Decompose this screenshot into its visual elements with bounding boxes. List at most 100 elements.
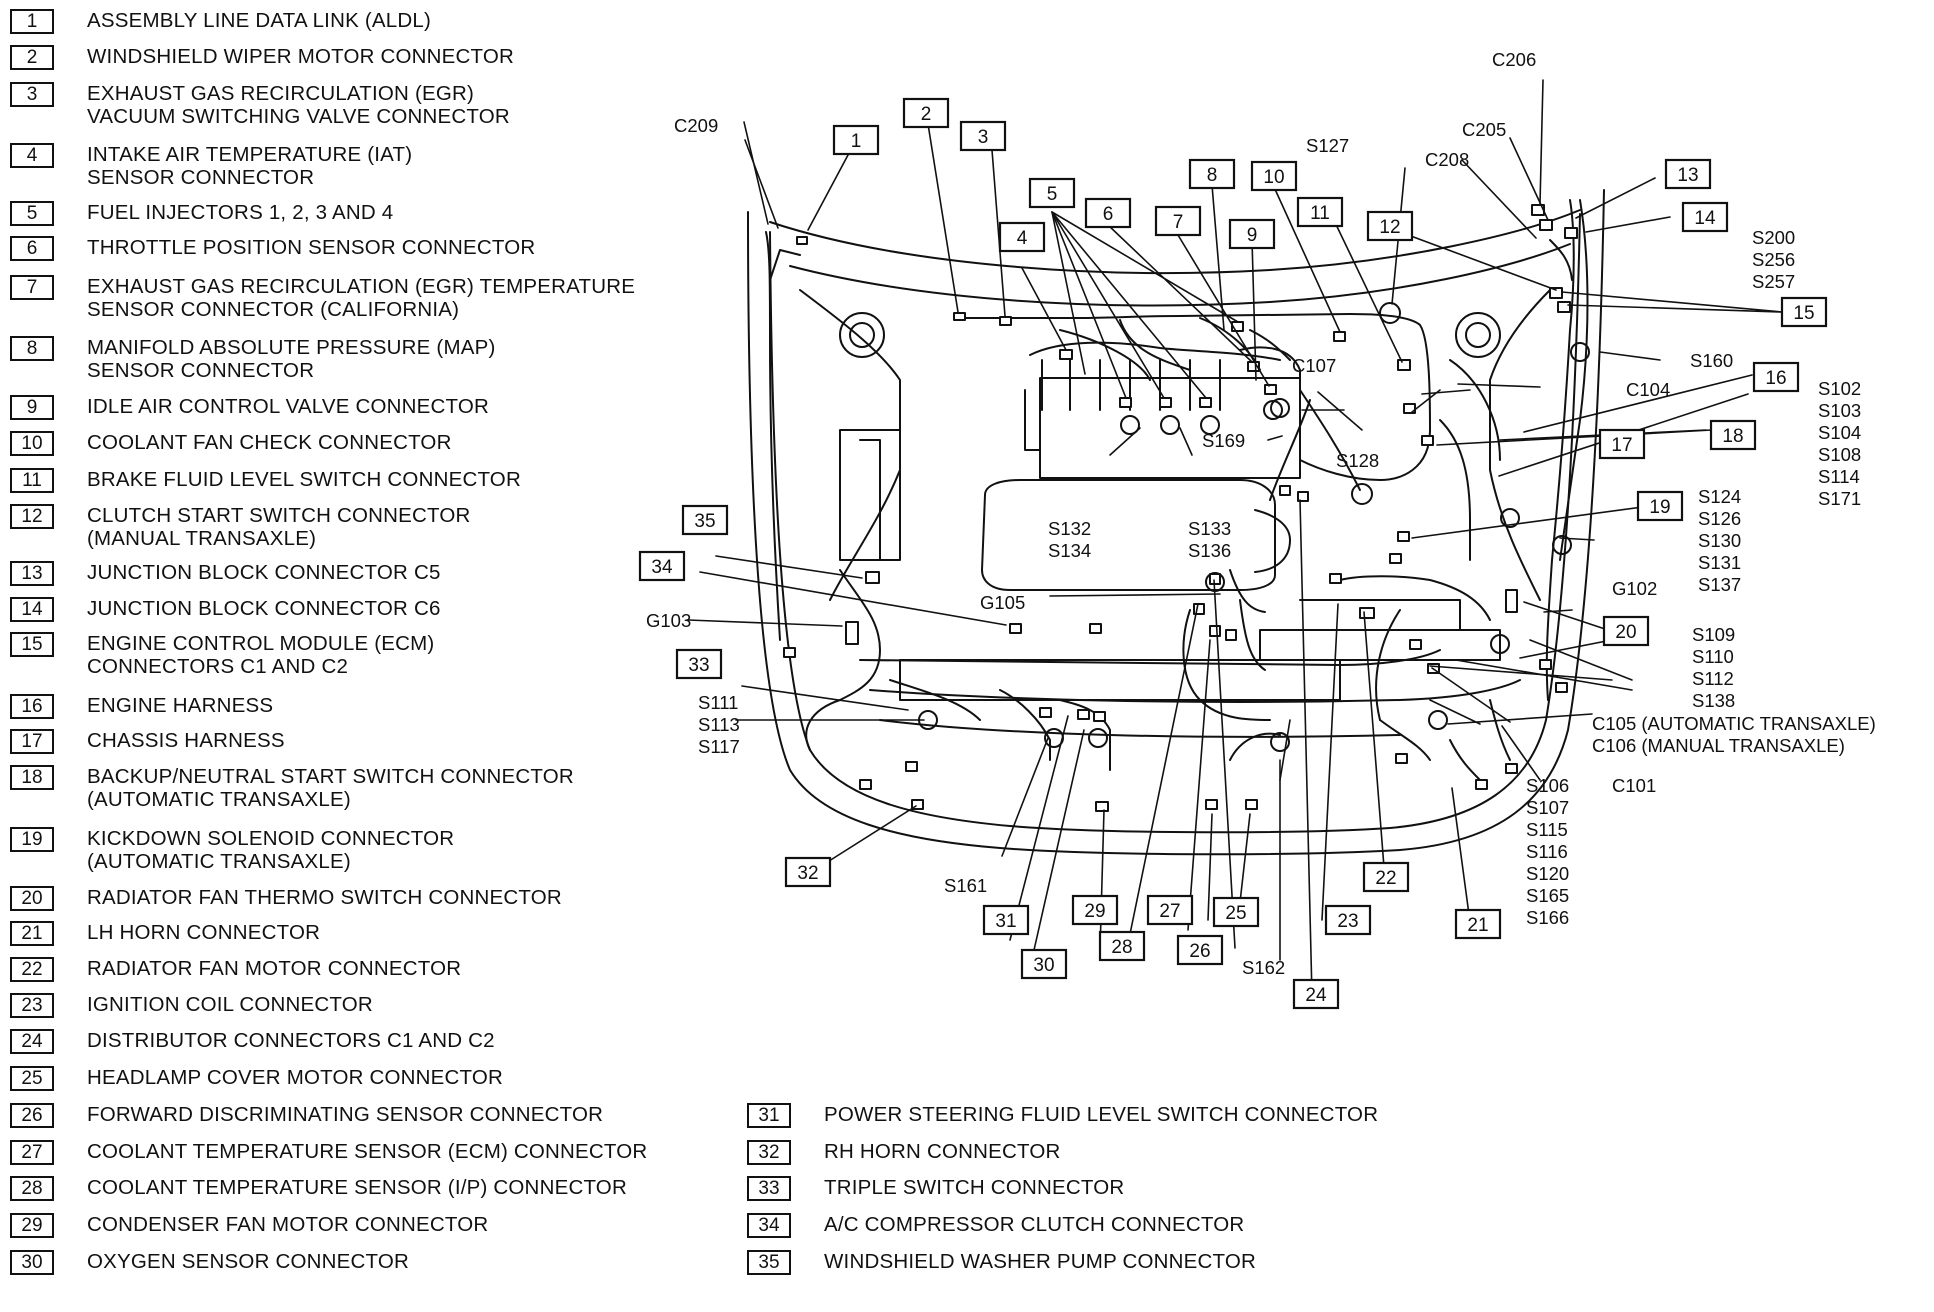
callout-frame (675, 648, 723, 680)
callout-number: 29 (1084, 901, 1105, 922)
label-s200: S200 (1752, 227, 1795, 248)
legend-description: CLUTCH START SWITCH CONNECTOR(MANUAL TRA… (87, 504, 471, 550)
legend-number-box: 1 (10, 9, 54, 34)
callout-frame (1292, 978, 1340, 1010)
legend-number-box: 24 (10, 1029, 54, 1054)
legend-number-box: 18 (10, 765, 54, 790)
callout-frame (784, 856, 832, 888)
legend-line: RADIATOR FAN MOTOR CONNECTOR (87, 957, 462, 980)
callout-box: 20 (1602, 615, 1650, 647)
label-s112: S112 (1692, 668, 1734, 689)
callout-box: 7 (1154, 205, 1202, 237)
label-s126: S126 (1698, 508, 1741, 529)
callout-number: 1 (851, 131, 862, 152)
callout-frame (1176, 934, 1224, 966)
legend-description: ASSEMBLY LINE DATA LINK (ALDL) (87, 9, 431, 32)
legend-description: FORWARD DISCRIMINATING SENSOR CONNECTOR (87, 1103, 603, 1126)
label-s124: S124 (1698, 486, 1741, 507)
label-s106: S106 (1526, 775, 1569, 796)
legend-line: ENGINE HARNESS (87, 694, 274, 717)
callout-number: 9 (1247, 225, 1258, 246)
legend-line: COOLANT TEMPERATURE SENSOR (I/P) CONNECT… (87, 1176, 627, 1199)
callout-frame (1636, 490, 1684, 522)
legend-number-box: 31 (747, 1103, 791, 1128)
legend-line: THROTTLE POSITION SENSOR CONNECTOR (87, 236, 536, 259)
label-s114: S114 (1818, 466, 1860, 487)
legend-line: EXHAUST GAS RECIRCULATION (EGR) TEMPERAT… (87, 275, 636, 298)
legend-description: JUNCTION BLOCK CONNECTOR C6 (87, 597, 441, 620)
legend-number-box: 6 (10, 236, 54, 261)
label-c104: C104 (1626, 379, 1670, 400)
legend-number-box: 27 (10, 1140, 54, 1165)
legend-number-box: 21 (10, 921, 54, 946)
callout-number: 23 (1337, 911, 1358, 932)
label-s132: S132 (1048, 518, 1091, 539)
label-s116: S116 (1526, 841, 1568, 862)
label-c206: C206 (1492, 49, 1536, 70)
callout-number: 35 (694, 511, 715, 532)
callout-frame (1366, 210, 1414, 242)
label-c205: C205 (1462, 119, 1506, 140)
label-s113: S113 (698, 714, 740, 735)
label-s169: S169 (1202, 430, 1245, 451)
label-s166: S166 (1526, 907, 1569, 928)
callout-frame (1098, 930, 1146, 962)
legend-line: FORWARD DISCRIMINATING SENSOR CONNECTOR (87, 1103, 604, 1126)
legend-number-box: 5 (10, 201, 54, 226)
callout-number: 16 (1765, 368, 1786, 389)
callout-frame (681, 504, 729, 536)
label-s134: S134 (1048, 540, 1091, 561)
callout-number: 32 (797, 863, 818, 884)
callout-number: 27 (1159, 901, 1180, 922)
harness-left-trunk (765, 231, 781, 641)
label-s130: S130 (1698, 530, 1741, 551)
legend-description: THROTTLE POSITION SENSOR CONNECTOR (87, 236, 535, 259)
callout-frame (1071, 894, 1119, 926)
legend-item: 22 RADIATOR FAN MOTOR CONNECTOR (10, 957, 461, 982)
callout-box: 16 (1752, 361, 1800, 393)
callout-number: 5 (1047, 184, 1058, 205)
legend-line: (MANUAL TRANSAXLE) (87, 527, 317, 550)
label-s117: S117 (698, 736, 740, 757)
callout-box: 31 (982, 904, 1030, 936)
label-s257: S257 (1752, 271, 1795, 292)
legend-description: ENGINE CONTROL MODULE (ECM)CONNECTORS C1… (87, 632, 434, 678)
label-c107: C107 (1292, 355, 1336, 376)
legend-number-box: 22 (10, 957, 54, 982)
callout-box: 23 (1324, 904, 1372, 936)
callout-number: 7 (1173, 212, 1184, 233)
legend-line: JUNCTION BLOCK CONNECTOR C6 (87, 597, 441, 620)
callout-number: 14 (1694, 208, 1716, 229)
legend-line: CONDENSER FAN MOTOR CONNECTOR (87, 1213, 489, 1236)
label-s138: S138 (1692, 690, 1735, 711)
callout-box: 10 (1250, 160, 1298, 192)
legend-line: A/C COMPRESSOR CLUTCH CONNECTOR (824, 1213, 1245, 1236)
legend-number-box: 19 (10, 827, 54, 852)
legend-line: IGNITION COIL CONNECTOR (87, 993, 373, 1016)
legend-line: BRAKE FLUID LEVEL SWITCH CONNECTOR (87, 468, 521, 491)
callout-frame (982, 904, 1030, 936)
label-c106: C106 (MANUAL TRANSAXLE) (1592, 735, 1845, 756)
label-s102: S102 (1818, 378, 1861, 399)
callout-frame (1154, 205, 1202, 237)
callout-number: 4 (1017, 228, 1028, 249)
legend-line: ASSEMBLY LINE DATA LINK (ALDL) (87, 9, 431, 32)
callout-box: 29 (1071, 894, 1119, 926)
label-s131: S131 (1698, 552, 1741, 573)
legend-number-box: 4 (10, 143, 54, 168)
callout-frame (1250, 160, 1298, 192)
legend-line: INTAKE AIR TEMPERATURE (IAT) (87, 143, 413, 166)
callout-box: 2 (902, 97, 950, 129)
legend-line: SENSOR CONNECTOR (87, 359, 315, 382)
